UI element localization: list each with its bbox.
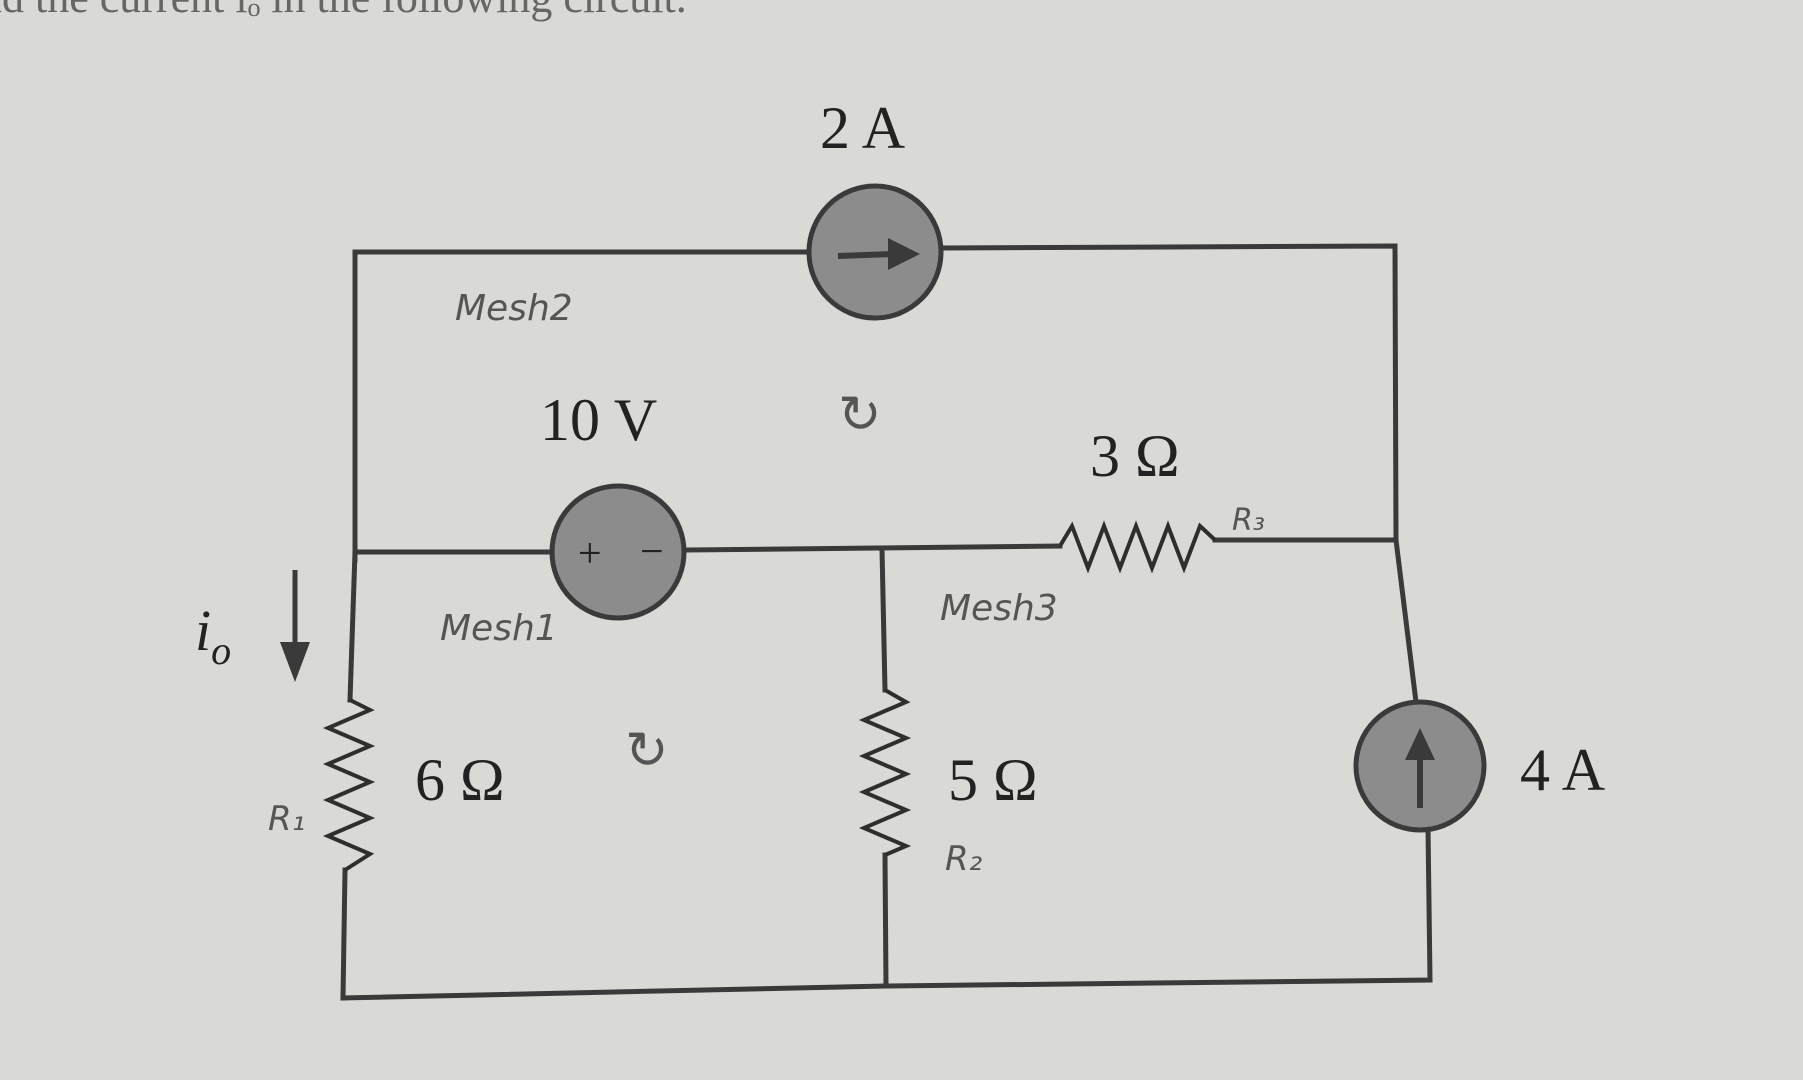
label-5ohm: 5 Ω [948,747,1038,813]
wire-center-vertical-top [879,546,888,693]
resistor-6ohm-zigzag [322,698,376,872]
wire-top-right [941,243,1399,543]
arrow-right-icon [837,251,896,259]
label-6ohm: 6 Ω [415,747,505,813]
wire-middle-center [685,543,1063,553]
label-10v: 10 V [540,387,657,453]
handwritten-r1: R₁ [268,799,305,839]
voltage-plus-sign: + [578,531,602,577]
label-4a: 4 A [1520,737,1605,803]
handwritten-mesh1: Mesh1 [440,608,558,649]
handwritten-mesh3: Mesh3 [940,588,1058,629]
voltage-minus-sign: − [640,529,664,575]
label-2a: 2 A [820,95,905,161]
loop-arrow-mesh1-icon: ↻ [625,721,669,781]
handwritten-r3: R₃ [1232,503,1265,538]
handwritten-r2: R₂ [945,839,983,879]
wire-top-left [352,249,809,563]
current-io-indicator: io [195,570,310,682]
wire-bottom [340,825,1433,1001]
wire-left-vertical-top [347,549,358,703]
arrowhead-up-icon [1405,728,1435,760]
wire-center-vertical-bottom [882,852,889,989]
handwritten-mesh2: Mesh2 [455,288,573,329]
wire-left-vertical-bottom [340,867,348,1001]
io-label: io [195,598,231,673]
resistor-5ohm-zigzag [858,688,912,857]
label-3ohm: 3 Ω [1090,423,1180,489]
io-arrow-down-icon [280,642,310,682]
current-source-4a [1353,699,1487,833]
loop-arrow-mesh2-icon: ↻ [838,385,882,445]
resistor-3ohm-zigzag [1058,520,1217,574]
voltage-source-10v: + − [549,483,687,621]
wire-right-vertical [1393,537,1419,705]
arrowhead-right-icon [888,238,920,270]
problem-statement-fragment: nd the current iₒ in the following circu… [0,0,687,22]
current-source-2a [806,183,944,321]
